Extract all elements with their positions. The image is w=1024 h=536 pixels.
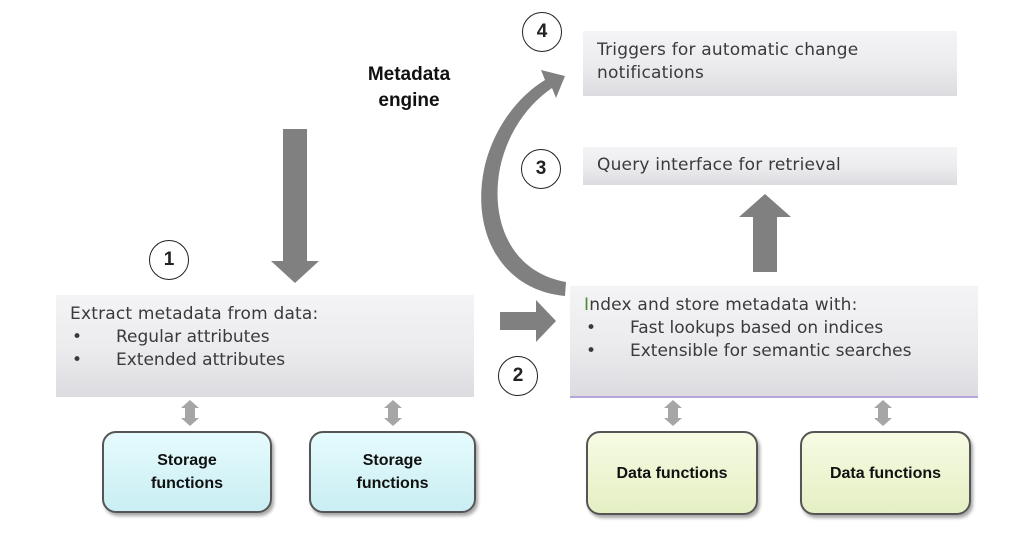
storage-functions-box: Storage functions bbox=[102, 431, 272, 513]
step-2-heading: Index and store metadata with: bbox=[584, 294, 978, 317]
step-number-1: 1 bbox=[149, 240, 189, 280]
step-number-text: 2 bbox=[512, 365, 524, 386]
title-line: Metadata bbox=[367, 64, 451, 85]
bullet-dot: • bbox=[586, 318, 597, 338]
bullet-item: • Extensible for semantic searches bbox=[584, 340, 978, 363]
storage-label-line: Storage bbox=[157, 452, 217, 469]
bullet-text: Extensible for semantic searches bbox=[630, 341, 912, 361]
down-arrow-icon bbox=[271, 129, 319, 283]
step-1-heading: Extract metadata from data: bbox=[70, 304, 319, 324]
data-functions-label: Data functions bbox=[616, 464, 728, 482]
connector-icon bbox=[384, 400, 402, 426]
step-number-text: 3 bbox=[535, 158, 547, 179]
step-4-line: Triggers for automatic change bbox=[597, 40, 859, 60]
step-2-box: Index and store metadata with: • Fast lo… bbox=[570, 286, 978, 398]
curved-arrow-icon bbox=[481, 70, 566, 296]
right-arrow-icon bbox=[500, 300, 556, 342]
data-functions-label: Data functions bbox=[829, 464, 942, 482]
connector-icon bbox=[181, 400, 199, 426]
storage-label-line: functions bbox=[356, 475, 429, 492]
bullet-dot: • bbox=[586, 341, 597, 361]
bullet-dot: • bbox=[72, 327, 83, 347]
data-functions-box: Data functions bbox=[800, 431, 971, 515]
step-number-text: 4 bbox=[536, 21, 548, 42]
heading-initial: I bbox=[584, 295, 590, 315]
step-number-4: 4 bbox=[522, 12, 562, 52]
heading-rest: ndex and store metadata with: bbox=[589, 295, 858, 315]
bullet-text: Regular attributes bbox=[116, 327, 270, 347]
step-3-heading: Query interface for retrieval bbox=[597, 155, 841, 175]
step-4-box: Triggers for automatic change notificati… bbox=[583, 31, 957, 96]
step-1-box: Extract metadata from data: • Regular at… bbox=[56, 295, 474, 397]
connector-icon bbox=[664, 400, 682, 426]
step-number-text: 1 bbox=[163, 249, 175, 270]
diagram-title: Metadata engine bbox=[350, 62, 468, 114]
bullet-dot: • bbox=[72, 350, 83, 370]
step-number-3: 3 bbox=[521, 149, 561, 189]
bullet-item: • Extended attributes bbox=[70, 349, 474, 372]
storage-label-line: Storage bbox=[362, 452, 423, 469]
title-line: engine bbox=[378, 90, 440, 111]
bullet-item: • Regular attributes bbox=[70, 326, 474, 349]
storage-functions-box: Storage functions bbox=[309, 431, 476, 513]
bullet-text: Fast lookups based on indices bbox=[630, 318, 884, 338]
step-3-box: Query interface for retrieval bbox=[583, 147, 957, 185]
up-arrow-icon bbox=[739, 194, 791, 272]
bullet-text: Extended attributes bbox=[116, 350, 286, 370]
bullet-item: • Fast lookups based on indices bbox=[584, 317, 978, 340]
step-number-2: 2 bbox=[498, 356, 538, 396]
step-4-line: notifications bbox=[597, 63, 705, 83]
connector-icon bbox=[874, 400, 892, 426]
data-functions-box: Data functions bbox=[586, 431, 758, 515]
storage-label-line: functions bbox=[151, 475, 223, 492]
